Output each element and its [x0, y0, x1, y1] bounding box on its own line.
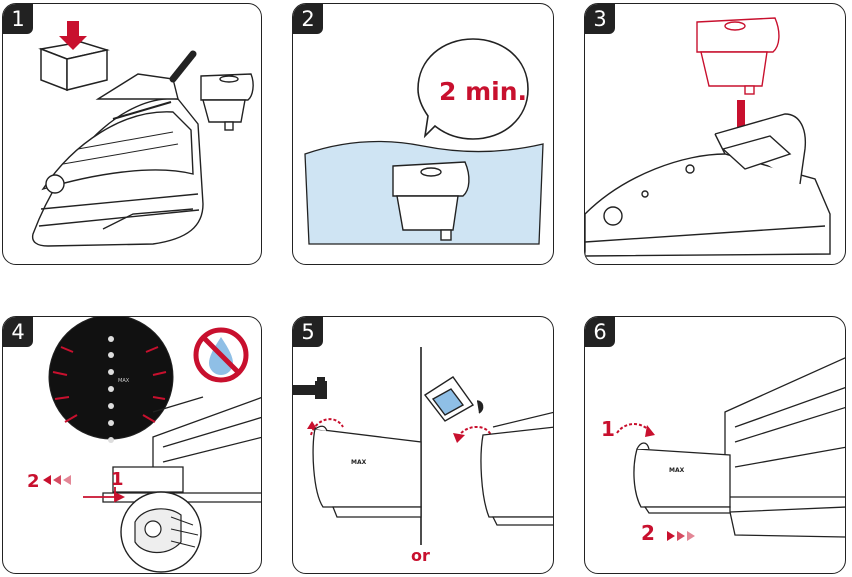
curved-arrow-icon: [310, 418, 344, 436]
step-5-illustration: [293, 347, 553, 545]
step-panel-5: 5 MAX: [292, 316, 554, 574]
zoom-connector: [152, 396, 204, 413]
prohibited-water-icon: [193, 327, 249, 383]
step-panel-3: 3: [584, 3, 846, 265]
eject-arrow-icon: [83, 487, 126, 503]
substep-label-1: 1: [601, 417, 615, 441]
panel-max-indicator: MAX: [118, 378, 130, 384]
chevron-arrows-icon: [43, 475, 71, 485]
control-panel-zoom: [48, 317, 174, 443]
chevron-arrows-icon: [667, 531, 695, 541]
step-panel-6: 6 1 2 MAX: [584, 316, 846, 574]
pitcher-icon: [423, 376, 484, 422]
iron-icon: [31, 50, 204, 247]
step-number-4: 4: [3, 317, 33, 347]
step-number-5: 5: [293, 317, 323, 347]
step-4-illustration: [43, 317, 261, 573]
box-up-arrow-icon: [38, 21, 110, 92]
step-number-2: 2: [293, 4, 323, 34]
tank-max-label: MAX: [669, 467, 685, 474]
step-6-illustration: [616, 357, 845, 541]
step-panel-1: 1: [2, 3, 262, 265]
cartridge-icon: [696, 17, 780, 95]
cartridge-icon: [392, 161, 470, 241]
water-tank-left: [312, 425, 422, 518]
soak-time-label: 2 min.: [439, 77, 528, 106]
iron-icon: [585, 113, 831, 257]
substep-label-2: 2: [27, 471, 40, 492]
step-number-1: 1: [3, 4, 33, 34]
curved-arrow-icon: [457, 426, 492, 438]
step-number-6: 6: [585, 317, 615, 347]
speech-bubble-icon: [417, 38, 529, 140]
tap-icon: [293, 377, 327, 399]
step-panel-2: 2 2 min.: [292, 3, 554, 265]
iron-base: [724, 357, 845, 538]
step-2-illustration: [304, 38, 544, 245]
alternative-or-label: or: [411, 546, 430, 565]
cartridge-lock-zoom: [120, 491, 202, 573]
substep-label-1: 1: [111, 469, 124, 490]
step-number-3: 3: [585, 4, 615, 34]
step-3-illustration: [585, 17, 831, 257]
water-tank: [633, 442, 731, 514]
cartridge-icon: [200, 73, 254, 131]
step-1-illustration: [31, 21, 254, 247]
tank-max-label: MAX: [351, 459, 367, 466]
step-panel-4: 4: [2, 316, 262, 574]
substep-label-2: 2: [641, 521, 655, 545]
water-tank-right: [480, 411, 553, 526]
